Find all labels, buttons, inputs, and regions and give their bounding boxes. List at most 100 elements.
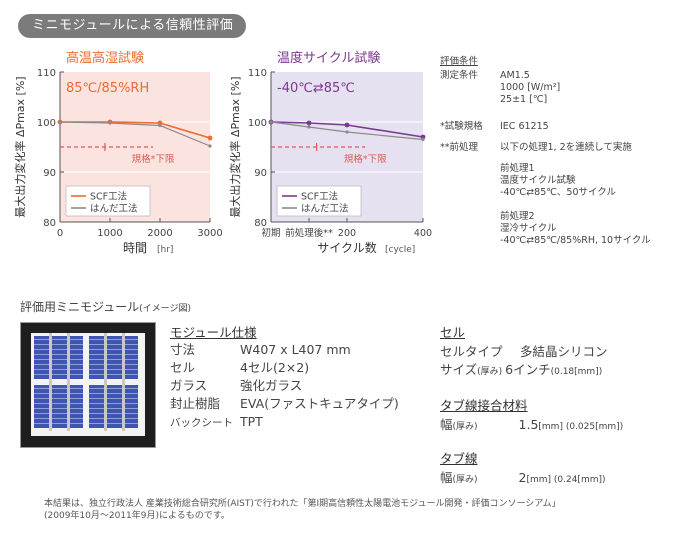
legend-box (276, 185, 362, 217)
data-point (58, 120, 62, 124)
spec-label: ガラス (170, 378, 208, 393)
spec-value: 強化ガラス (240, 378, 303, 393)
tab-width-label: 幅 (440, 417, 453, 432)
wire-width-row: 幅(厚み)2[mm] (0.24[mm]) (440, 467, 606, 486)
y-axis-label: 最大出力変化率 ΔPmax [%] (13, 76, 27, 217)
y-tick-label: 100 (248, 118, 267, 129)
y-tick-label: 90 (43, 168, 56, 179)
spec-row: バックシート TPT (170, 413, 399, 432)
data-point (108, 121, 112, 125)
cell-type-value: 多結晶シリコン (520, 344, 608, 359)
spec-row: 寸法 W407 x L407 mm (170, 341, 399, 359)
cell-size-sub: (0.18[mm]) (550, 367, 603, 377)
x-axis-unit: [hr] (157, 245, 173, 255)
x-axis-unit: [cycle] (385, 245, 415, 255)
data-point (306, 120, 312, 126)
y-tick-label: 80 (43, 218, 56, 229)
wire-width-unit: [mm] (0.24[mm]) (526, 475, 606, 485)
y-axis-label: 最大出力変化率 ΔPmax [%] (228, 76, 242, 217)
legend-label: はんだ工法 (301, 203, 349, 215)
wire-title: タブ線 (440, 451, 478, 466)
pretreat1-line: 前処理1 (500, 163, 535, 174)
module-spec-title: モジュール仕様 (170, 325, 257, 340)
y-tick-label: 90 (254, 168, 267, 179)
legend-label: SCF工法 (90, 191, 127, 203)
x-tick-label: 1000 (97, 228, 122, 239)
chart-subtitle: 85℃/85%RH (66, 81, 149, 96)
pretreat1-line: -40℃⇄85℃、50サイクル (500, 187, 617, 198)
measure-line: 25±1 [℃] (500, 94, 548, 105)
spec-label: バックシート (170, 417, 233, 429)
pretreat-value: 以下の処理1, 2を連続して実施 (500, 142, 632, 153)
busbar (67, 333, 71, 382)
data-point (344, 122, 350, 128)
section-title: ミニモジュールによる信頼性評価 (32, 18, 234, 33)
cell-title: セル (440, 325, 466, 340)
x-tick-label: 前処理後** (285, 227, 333, 239)
series-line (59, 121, 211, 147)
y-tick-label: 110 (37, 68, 56, 79)
cell-size-note: (厚み) (477, 367, 503, 377)
wire-width-value: 2 (518, 470, 527, 485)
chart-title: 温度サイクル試験 (277, 50, 380, 66)
pretreat1-block: 前処理1 温度サイクル試験 -40℃⇄85℃、50サイクル (500, 163, 616, 199)
busbar (122, 333, 126, 382)
busbar (48, 382, 52, 431)
spec-row: ガラス 強化ガラス (170, 377, 399, 395)
footnote: 本結果は、独立行政法人 産業技術総合研究所(AIST)で行われた「第I期高信頼性… (44, 498, 561, 522)
pretreat2-line: 前処理2 (500, 211, 535, 222)
standard-value: IEC 61215 (500, 121, 549, 132)
spec-value: EVA(ファストキュアタイプ) (240, 396, 399, 411)
measure-line: 1000 [W/m²] (500, 82, 561, 93)
spec-limit-label: 規格*下限 (344, 153, 387, 165)
pretreat-label: **前処理 (440, 142, 479, 153)
conditions-panel: 評価条件 (440, 56, 680, 68)
spec-value: TPT (240, 414, 263, 429)
pretreat2-block: 前処理2 湿冷サイクル -40℃⇄85℃/85%RH, 10サイクル (500, 211, 651, 247)
tab-width-unit: [mm] (0.025[mm]) (538, 422, 624, 432)
x-tick-label: 3000 (197, 228, 222, 239)
legend-label: SCF工法 (301, 191, 338, 203)
busbar (103, 333, 107, 382)
data-point (421, 137, 425, 142)
data-point (345, 130, 349, 134)
solar-cell (34, 382, 83, 431)
y-tick-label: 100 (37, 118, 56, 129)
module-heading-note: (イメージ図) (139, 304, 192, 314)
spec-value: 4セル(2×2) (240, 360, 310, 375)
wire-width-label: 幅 (440, 470, 453, 485)
spec-label: 寸法 (170, 342, 196, 357)
cell-size-value: 6インチ (505, 362, 551, 377)
x-axis-label: サイクル数 (317, 240, 376, 255)
footnote-line: 本結果は、独立行政法人 産業技術総合研究所(AIST)で行われた「第I期高信頼性… (44, 499, 561, 509)
x-tick-label: 初期 (261, 227, 280, 239)
x-tick-label: 400 (414, 228, 432, 239)
tab-width-note: (厚み) (452, 422, 478, 432)
pretreat2-line: 湿冷サイクル (500, 223, 557, 234)
solar-cell (89, 382, 138, 431)
pretreat1-line: 温度サイクル試験 (500, 175, 576, 186)
busbar (103, 382, 107, 431)
x-tick-label: 200 (338, 228, 356, 239)
spec-label: セル (170, 360, 196, 375)
conditions-heading: 評価条件 (440, 56, 479, 67)
cell-type-row: セルタイプ 多結晶シリコン (440, 341, 608, 360)
data-point (208, 144, 212, 148)
tab-title: タブ線接合材料 (440, 398, 528, 413)
chart-title: 高温高湿試験 (66, 50, 144, 66)
tab-width-row: 幅(厚み)1.5[mm] (0.025[mm]) (440, 414, 623, 433)
data-point (207, 135, 213, 141)
pretreat2-line: -40℃⇄85℃/85%RH, 10サイクル (500, 235, 651, 246)
spec-value: W407 x L407 mm (240, 342, 351, 357)
cell-type-label: セルタイプ (440, 344, 503, 359)
solar-cell (89, 333, 138, 382)
module-image (20, 322, 156, 448)
series-line (270, 121, 424, 138)
x-tick-label: 0 (57, 228, 63, 239)
y-tick-label: 110 (248, 68, 267, 79)
standard-label: *試験規格 (440, 121, 483, 132)
legend-label: はんだ工法 (90, 203, 138, 215)
